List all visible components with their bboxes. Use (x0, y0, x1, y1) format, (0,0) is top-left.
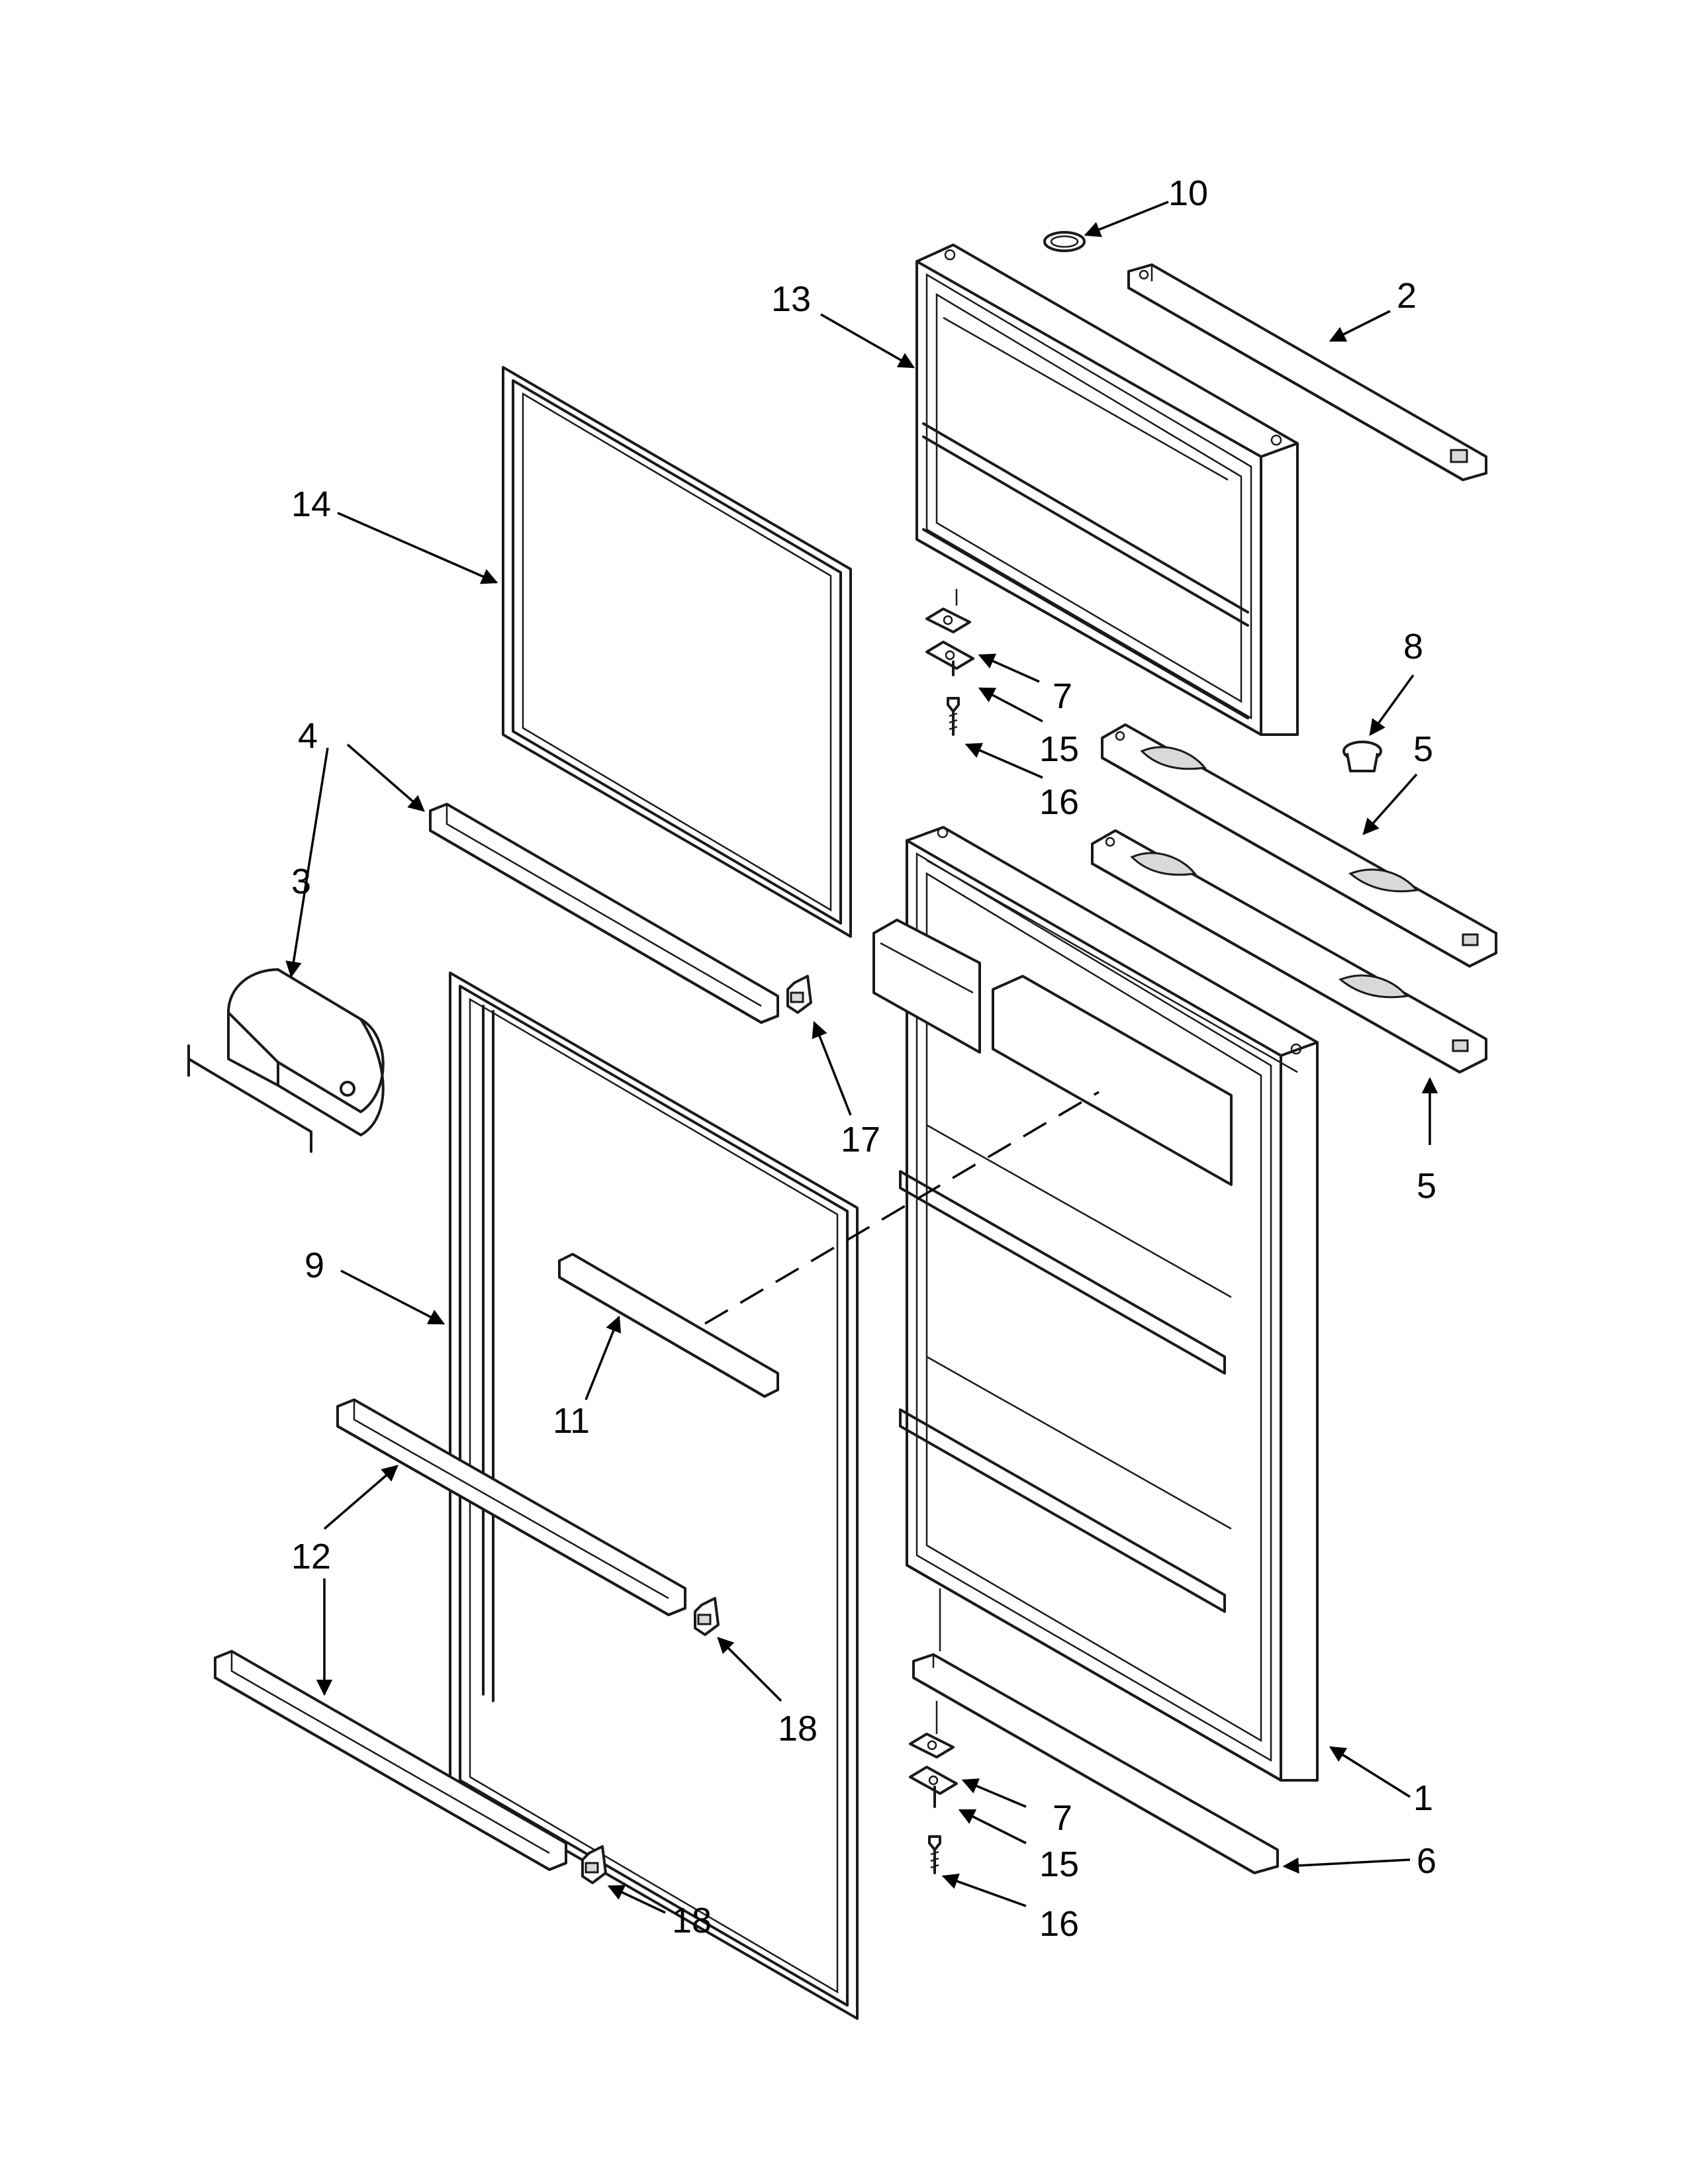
upper-riser-clip (694, 1597, 720, 1636)
upper-hinge-assembly (925, 589, 974, 736)
lower-hinge-assembly (909, 1701, 958, 1874)
callout-8: 8 (1403, 627, 1423, 666)
fresh-food-shelf-riser-upper (336, 1398, 686, 1616)
callout-18-upper: 18 (778, 1709, 818, 1749)
callout-1: 1 (1413, 1778, 1433, 1818)
freezer-riser-clip (786, 975, 812, 1014)
handle-plug (1342, 741, 1382, 772)
callout-4: 4 (298, 716, 318, 756)
callout-13: 13 (771, 279, 811, 319)
callout-15-lower: 15 (1039, 1844, 1079, 1884)
freezer-door-gasket (502, 366, 852, 938)
callout-3: 3 (291, 862, 311, 901)
callout-2: 2 (1397, 276, 1417, 316)
callout-18-lower: 18 (672, 1901, 712, 1940)
fresh-food-door-handle (1091, 829, 1487, 1073)
callout-7-upper: 7 (1053, 676, 1072, 716)
freezer-door-top-cap (1127, 263, 1487, 481)
callout-10: 10 (1168, 173, 1208, 213)
alignment-dashed-line (704, 1091, 1100, 1325)
handle-trim-ring (1043, 231, 1086, 252)
fresh-food-shelf-riser-lower (214, 1650, 567, 1871)
callout-7-lower: 7 (1053, 1798, 1072, 1838)
callout-5a: 5 (1413, 729, 1433, 769)
freezer-door-handle (1101, 723, 1497, 968)
lower-riser-clip (581, 1845, 607, 1884)
bottle-retainer-bar (558, 1253, 779, 1398)
callout-15-upper: 15 (1039, 729, 1079, 769)
dairy-compartment-door (187, 968, 385, 1153)
callout-17: 17 (841, 1120, 880, 1160)
fresh-food-door-liner (872, 826, 1319, 1782)
callout-16-upper: 16 (1039, 782, 1079, 822)
fresh-food-door-gasket (449, 972, 859, 2020)
callout-5b: 5 (1417, 1166, 1436, 1206)
callout-9: 9 (305, 1246, 324, 1285)
freezer-door-shelf-riser (429, 803, 779, 1024)
leader-lines (285, 201, 1438, 1914)
fresh-food-door-bottom-cap (912, 1588, 1279, 1874)
callout-12: 12 (291, 1537, 331, 1576)
callout-16-lower: 16 (1039, 1904, 1079, 1944)
freezer-door-liner (915, 244, 1299, 736)
callout-14: 14 (291, 484, 331, 524)
callout-11: 11 (553, 1401, 590, 1441)
callout-6: 6 (1417, 1841, 1436, 1881)
